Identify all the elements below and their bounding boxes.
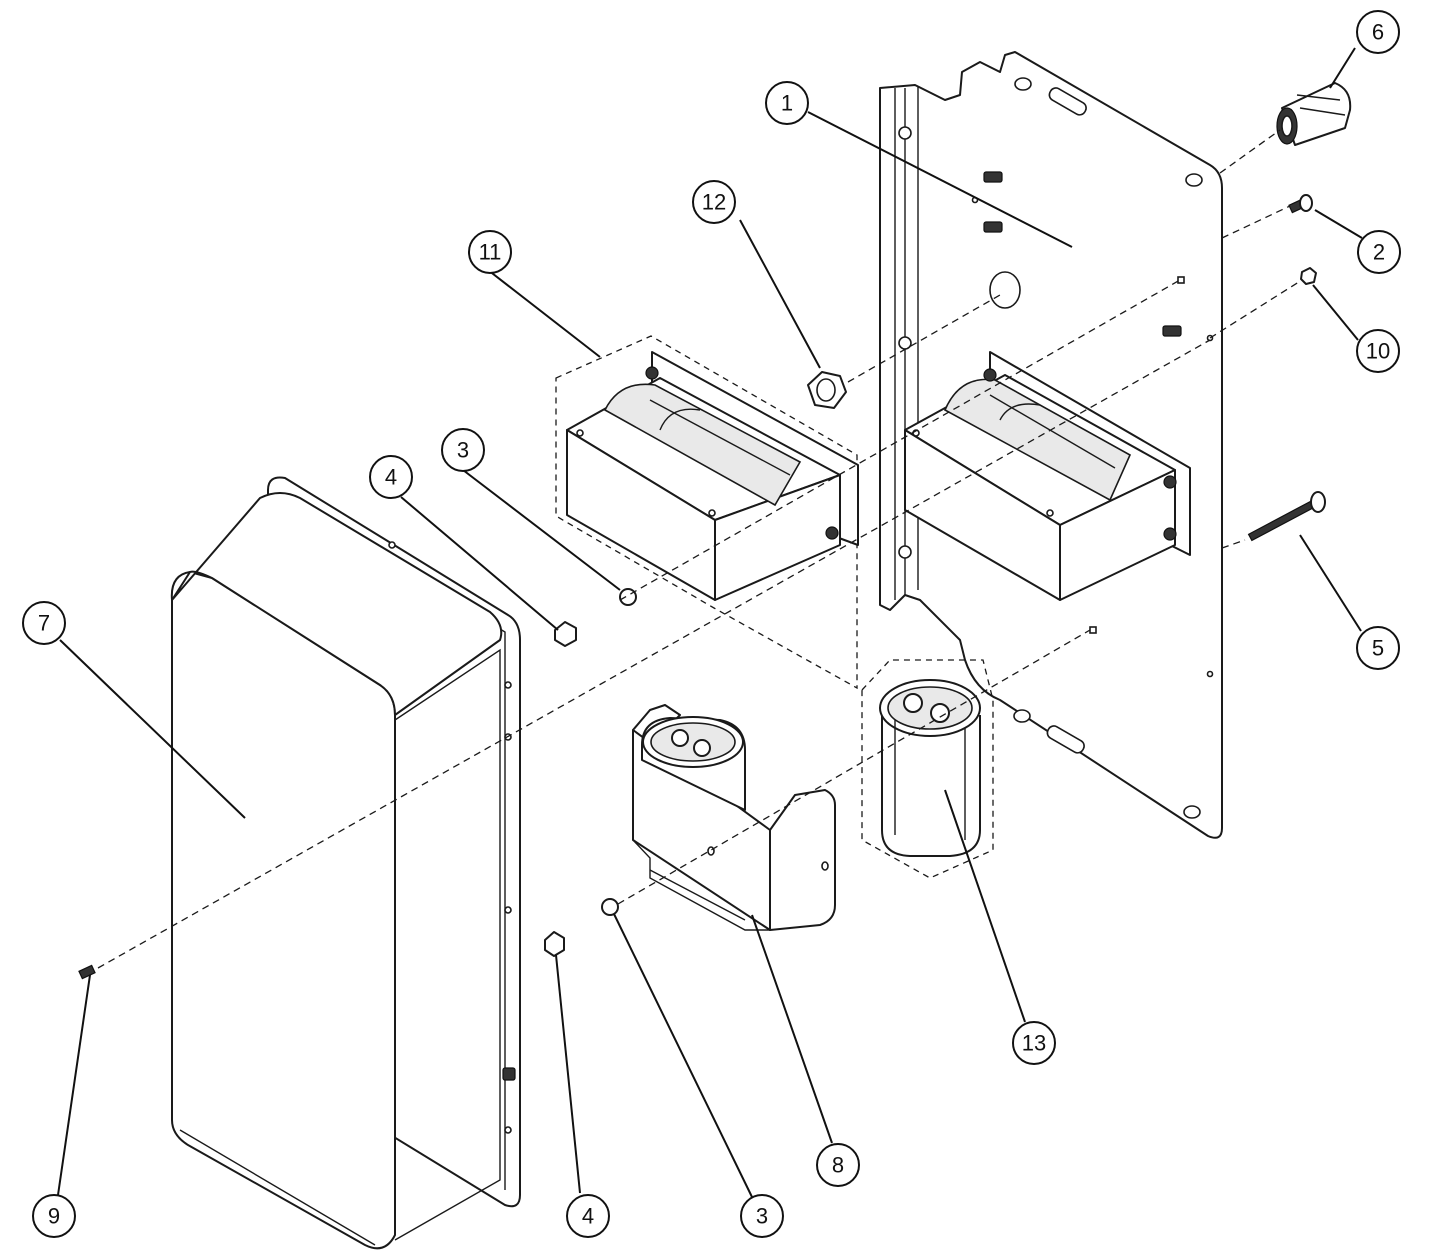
balloon-9: 9 [32,1194,76,1238]
svg-text:3: 3 [457,438,469,463]
ballast-exploded [555,335,859,690]
ballast-mounted [904,351,1191,601]
capacitor [861,659,994,879]
svg-text:5: 5 [1372,636,1384,661]
balloon-7: 7 [22,601,66,645]
assembly-dashed-lines [97,129,1303,969]
svg-text:10: 10 [1366,339,1390,364]
balloon-11: 11 [468,230,512,274]
balloon-3b: 3 [740,1194,784,1238]
svg-text:7: 7 [38,611,50,636]
svg-text:1: 1 [781,91,793,116]
balloon-4b: 4 [566,1194,610,1238]
balloons: 1 2 3 3 4 4 5 6 7 8 9 10 11 12 13 [22,10,1401,1238]
capacitor-bracket [632,704,836,931]
svg-text:6: 6 [1372,20,1384,45]
svg-text:4: 4 [582,1204,594,1229]
balloon-10: 10 [1356,329,1400,373]
cable-gland [1276,82,1352,146]
svg-text:8: 8 [832,1153,844,1178]
svg-text:9: 9 [48,1204,60,1229]
svg-text:11: 11 [479,240,502,265]
capacitor-on-bracket [641,716,746,811]
balloon-3: 3 [441,428,485,472]
svg-text:12: 12 [702,190,726,215]
svg-text:2: 2 [1373,240,1385,265]
hardware [78,194,1326,980]
leader-lines [57,47,1363,1198]
balloon-5: 5 [1356,626,1400,670]
housing-cover [170,476,521,1250]
balloon-1: 1 [765,81,809,125]
svg-text:4: 4 [385,465,397,490]
svg-text:13: 13 [1022,1031,1046,1056]
balloon-2: 2 [1357,230,1401,274]
balloon-12: 12 [692,180,736,224]
balloon-4: 4 [369,455,413,499]
svg-text:3: 3 [756,1204,768,1229]
balloon-13: 13 [1012,1021,1056,1065]
balloon-8: 8 [816,1143,860,1187]
balloon-6: 6 [1356,10,1400,54]
